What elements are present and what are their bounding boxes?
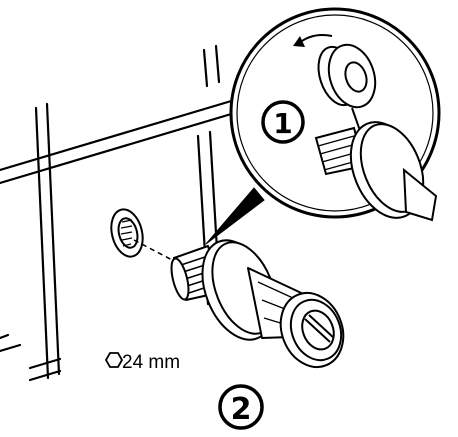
- step-2-label: 2: [231, 392, 252, 427]
- wrench-size-text: 24 mm: [122, 352, 180, 373]
- step-1-label: 1: [273, 107, 292, 140]
- step-1-badge: 1: [261, 100, 305, 144]
- wrench-size-label: 24 mm: [104, 352, 180, 373]
- step-2-badge: 2: [218, 384, 264, 430]
- zoom-detail-circle: [229, 7, 441, 222]
- alignment-dashed-line: [133, 239, 177, 263]
- magnifier-pointer: [205, 187, 265, 245]
- hexagon-wrench-size-icon: [104, 352, 124, 368]
- wall-anchor-hole: [110, 208, 144, 258]
- leveling-foot: [170, 239, 345, 368]
